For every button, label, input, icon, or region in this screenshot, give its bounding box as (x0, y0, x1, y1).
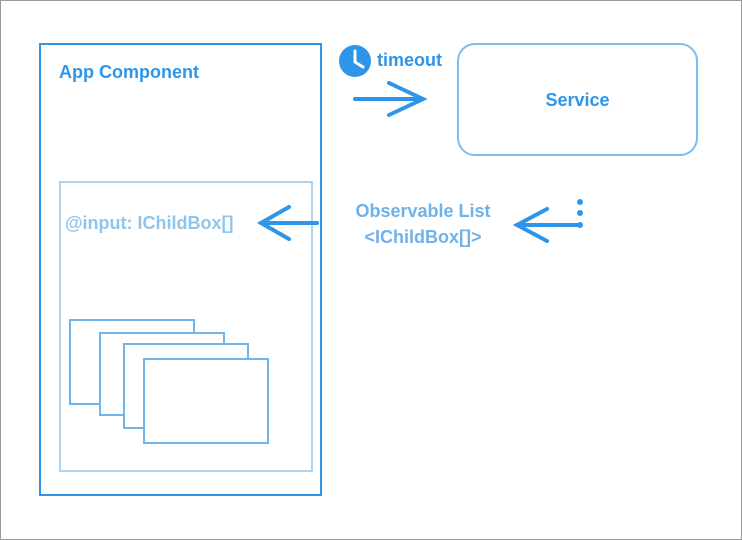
observable-list-line2: <IChildBox[]> (364, 227, 482, 247)
app-component-box (39, 43, 322, 496)
service-label: Service (545, 90, 610, 110)
timeout-label: timeout (377, 50, 442, 70)
arrow-to-service (353, 81, 428, 117)
app-component-title: App Component (59, 62, 199, 82)
service-box (457, 43, 698, 156)
more-vertical-icon (577, 199, 583, 228)
arrow-to-input (256, 205, 319, 241)
observable-list-label: Observable List <IChildBox[]> (335, 198, 511, 250)
child-container-box (59, 181, 313, 472)
clock-icon (339, 45, 371, 77)
input-binding-label: @input: IChildBox[] (65, 213, 234, 233)
child-box-4 (143, 358, 269, 444)
arrow-from-emitter (512, 207, 581, 243)
observable-list-line1: Observable List (355, 201, 491, 221)
